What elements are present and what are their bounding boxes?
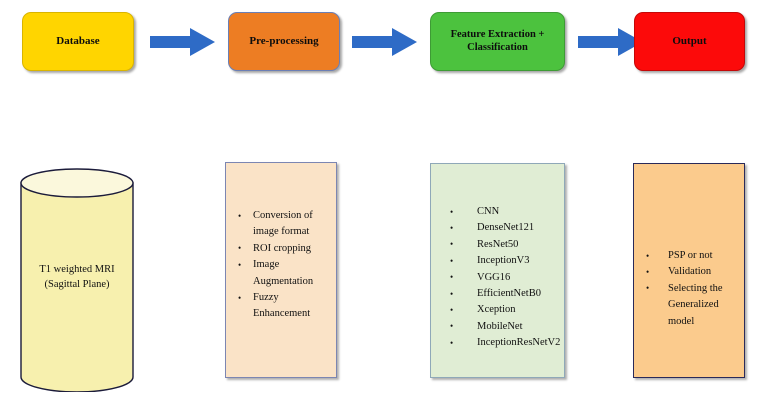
- list-item: CNN: [446, 203, 566, 220]
- arrow-feature-to-output-icon: [578, 27, 644, 57]
- detail-panel-preprocessing: Conversion of image format ROI cropping …: [225, 162, 337, 378]
- list-item: MobileNet: [446, 318, 566, 335]
- list-item: InceptionV3: [446, 253, 566, 270]
- list-item: Validation: [643, 264, 745, 281]
- stage-box-preprocessing-label: Pre-processing: [249, 35, 319, 48]
- stage-box-output-label: Output: [672, 35, 707, 48]
- arrow-database-to-preprocessing-icon: [150, 27, 216, 57]
- database-cylinder-shape: T1 weighted MRI (Sagittal Plane): [20, 168, 134, 392]
- list-item: Selecting the Generalized model: [643, 280, 745, 330]
- database-cylinder-label: T1 weighted MRI (Sagittal Plane): [39, 264, 115, 290]
- list-item: Fuzzy Enhancement: [236, 290, 336, 323]
- detail-panel-feature-extraction: CNN DenseNet121 ResNet50 InceptionV3 VGG…: [430, 163, 565, 378]
- list-item: Image Augmentation: [236, 257, 336, 290]
- list-item: InceptionResNetV2: [446, 335, 566, 352]
- stage-box-feature-extraction-label: Feature Extraction + Classification: [450, 29, 545, 53]
- stage-box-database-label: Database: [56, 35, 100, 48]
- detail-panel-output: PSP or not Validation Selecting the Gene…: [633, 163, 745, 378]
- list-item: Xception: [446, 302, 566, 319]
- preprocessing-step-list: Conversion of image format ROI cropping …: [236, 208, 336, 323]
- list-item: PSP or not: [643, 247, 745, 264]
- stage-box-output[interactable]: Output: [634, 12, 745, 71]
- model-list: CNN DenseNet121 ResNet50 InceptionV3 VGG…: [446, 203, 566, 352]
- list-item: DenseNet121: [446, 220, 566, 237]
- stage-box-feature-extraction[interactable]: Feature Extraction + Classification: [430, 12, 565, 71]
- list-item: ResNet50: [446, 236, 566, 253]
- list-item: Conversion of image format: [236, 208, 336, 241]
- list-item: ROI cropping: [236, 240, 336, 257]
- output-task-list: PSP or not Validation Selecting the Gene…: [643, 247, 745, 330]
- stage-box-database[interactable]: Database: [22, 12, 134, 71]
- arrow-preprocessing-to-feature-icon: [352, 27, 418, 57]
- stage-box-preprocessing[interactable]: Pre-processing: [228, 12, 340, 71]
- list-item: EfficientNetB0: [446, 286, 566, 303]
- list-item: VGG16: [446, 269, 566, 286]
